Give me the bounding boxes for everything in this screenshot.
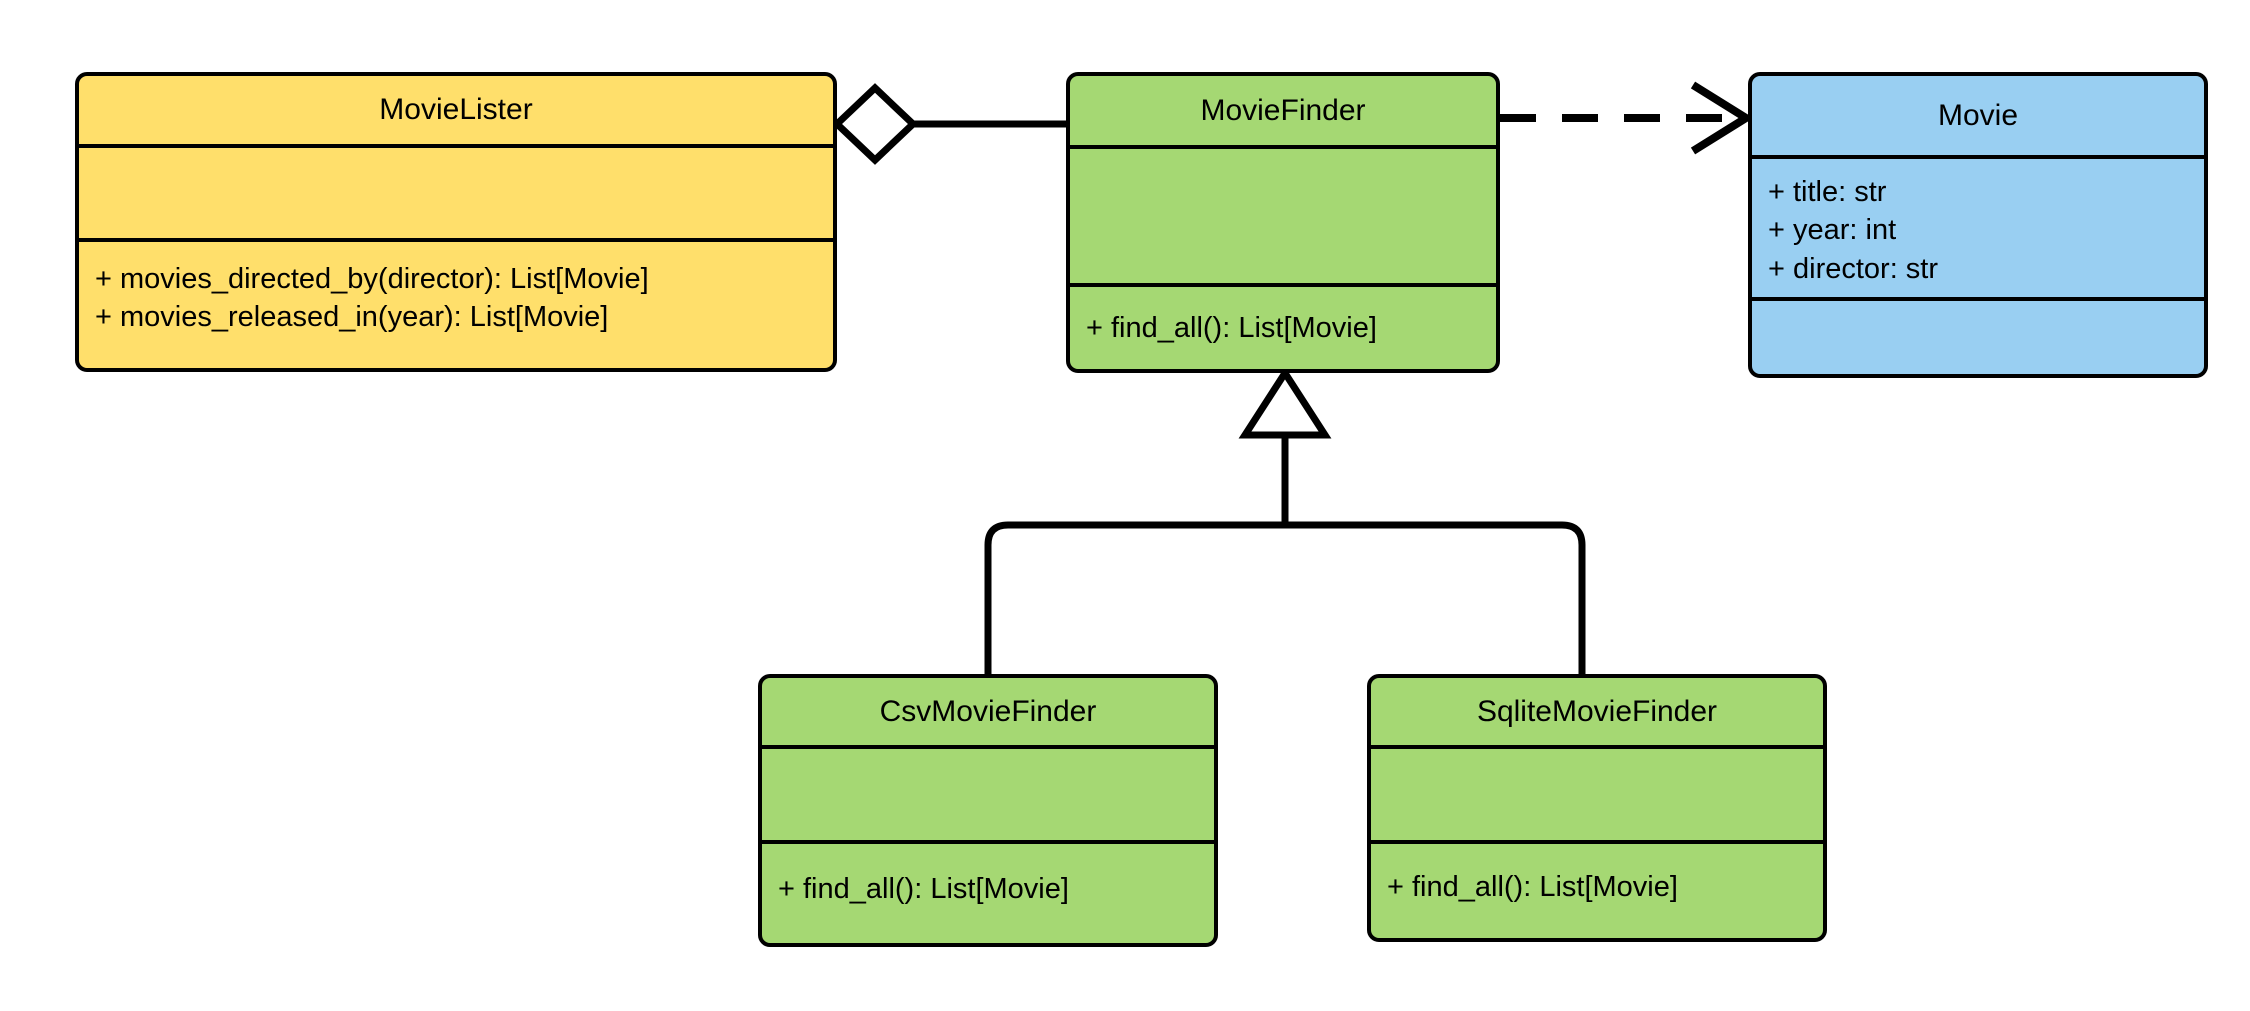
class-name-csvmoviefinder: CsvMovieFinder: [879, 695, 1097, 728]
class-name-moviefinder: MovieFinder: [1200, 94, 1366, 127]
method-line: + find_all(): List[Movie]: [1086, 312, 1377, 344]
class-name-sqlitemoviefinder: SqliteMovieFinder: [1476, 695, 1718, 728]
methods-compartment-movielister: + movies_directed_by(director): List[Mov…: [79, 237, 833, 368]
class-box-moviefinder[interactable]: MovieFinder + find_all(): List[Movie]: [1066, 72, 1500, 373]
method-line: + movies_directed_by(director): List[Mov…: [95, 262, 649, 295]
attribute-line: + director: str: [1768, 252, 1939, 285]
attributes-compartment-movielister: [79, 143, 833, 238]
class-name-movie: Movie: [1937, 99, 2019, 132]
attribute-line: + year: int: [1768, 214, 1897, 247]
dependency-edge-moviefinder-movie[interactable]: [1500, 81, 1754, 155]
open-arrow-icon: [1690, 81, 1754, 155]
method-line: + find_all(): List[Movie]: [778, 873, 1069, 905]
methods-compartment-sqlitemoviefinder: + find_all(): List[Movie]: [1371, 840, 1823, 934]
class-box-movielister[interactable]: MovieLister + movies_directed_by(directo…: [75, 72, 837, 372]
methods-compartment-moviefinder: + find_all(): List[Movie]: [1070, 283, 1496, 369]
attributes-compartment-moviefinder: [1070, 145, 1496, 283]
attributes-compartment-sqlitemoviefinder: [1371, 745, 1823, 840]
class-name-movielister: MovieLister: [379, 93, 533, 127]
generalization-branch-bus: [984, 521, 1586, 674]
methods-compartment-movie: [1752, 297, 2204, 374]
aggregation-edge-movielister-moviefinder[interactable]: [831, 83, 1068, 165]
generalization-edge-tree[interactable]: [984, 366, 1586, 674]
hollow-diamond-icon: [831, 83, 919, 165]
class-box-sqlitemoviefinder[interactable]: SqliteMovieFinder + find_all(): List[Mov…: [1367, 674, 1827, 942]
attribute-line: + title: str: [1768, 176, 1887, 208]
methods-compartment-csvmoviefinder: + find_all(): List[Movie]: [762, 840, 1214, 939]
hollow-triangle-icon: [1238, 366, 1332, 439]
class-box-csvmoviefinder[interactable]: CsvMovieFinder + find_all(): List[Movie]: [758, 674, 1218, 947]
class-box-movie[interactable]: Movie + title: str + year: int + directo…: [1748, 72, 2208, 378]
method-line: + find_all(): List[Movie]: [1387, 871, 1678, 903]
attributes-compartment-movie: + title: str + year: int + director: str: [1752, 155, 2204, 297]
attributes-compartment-csvmoviefinder: [762, 745, 1214, 840]
method-line: + movies_released_in(year): List[Movie]: [95, 300, 609, 333]
